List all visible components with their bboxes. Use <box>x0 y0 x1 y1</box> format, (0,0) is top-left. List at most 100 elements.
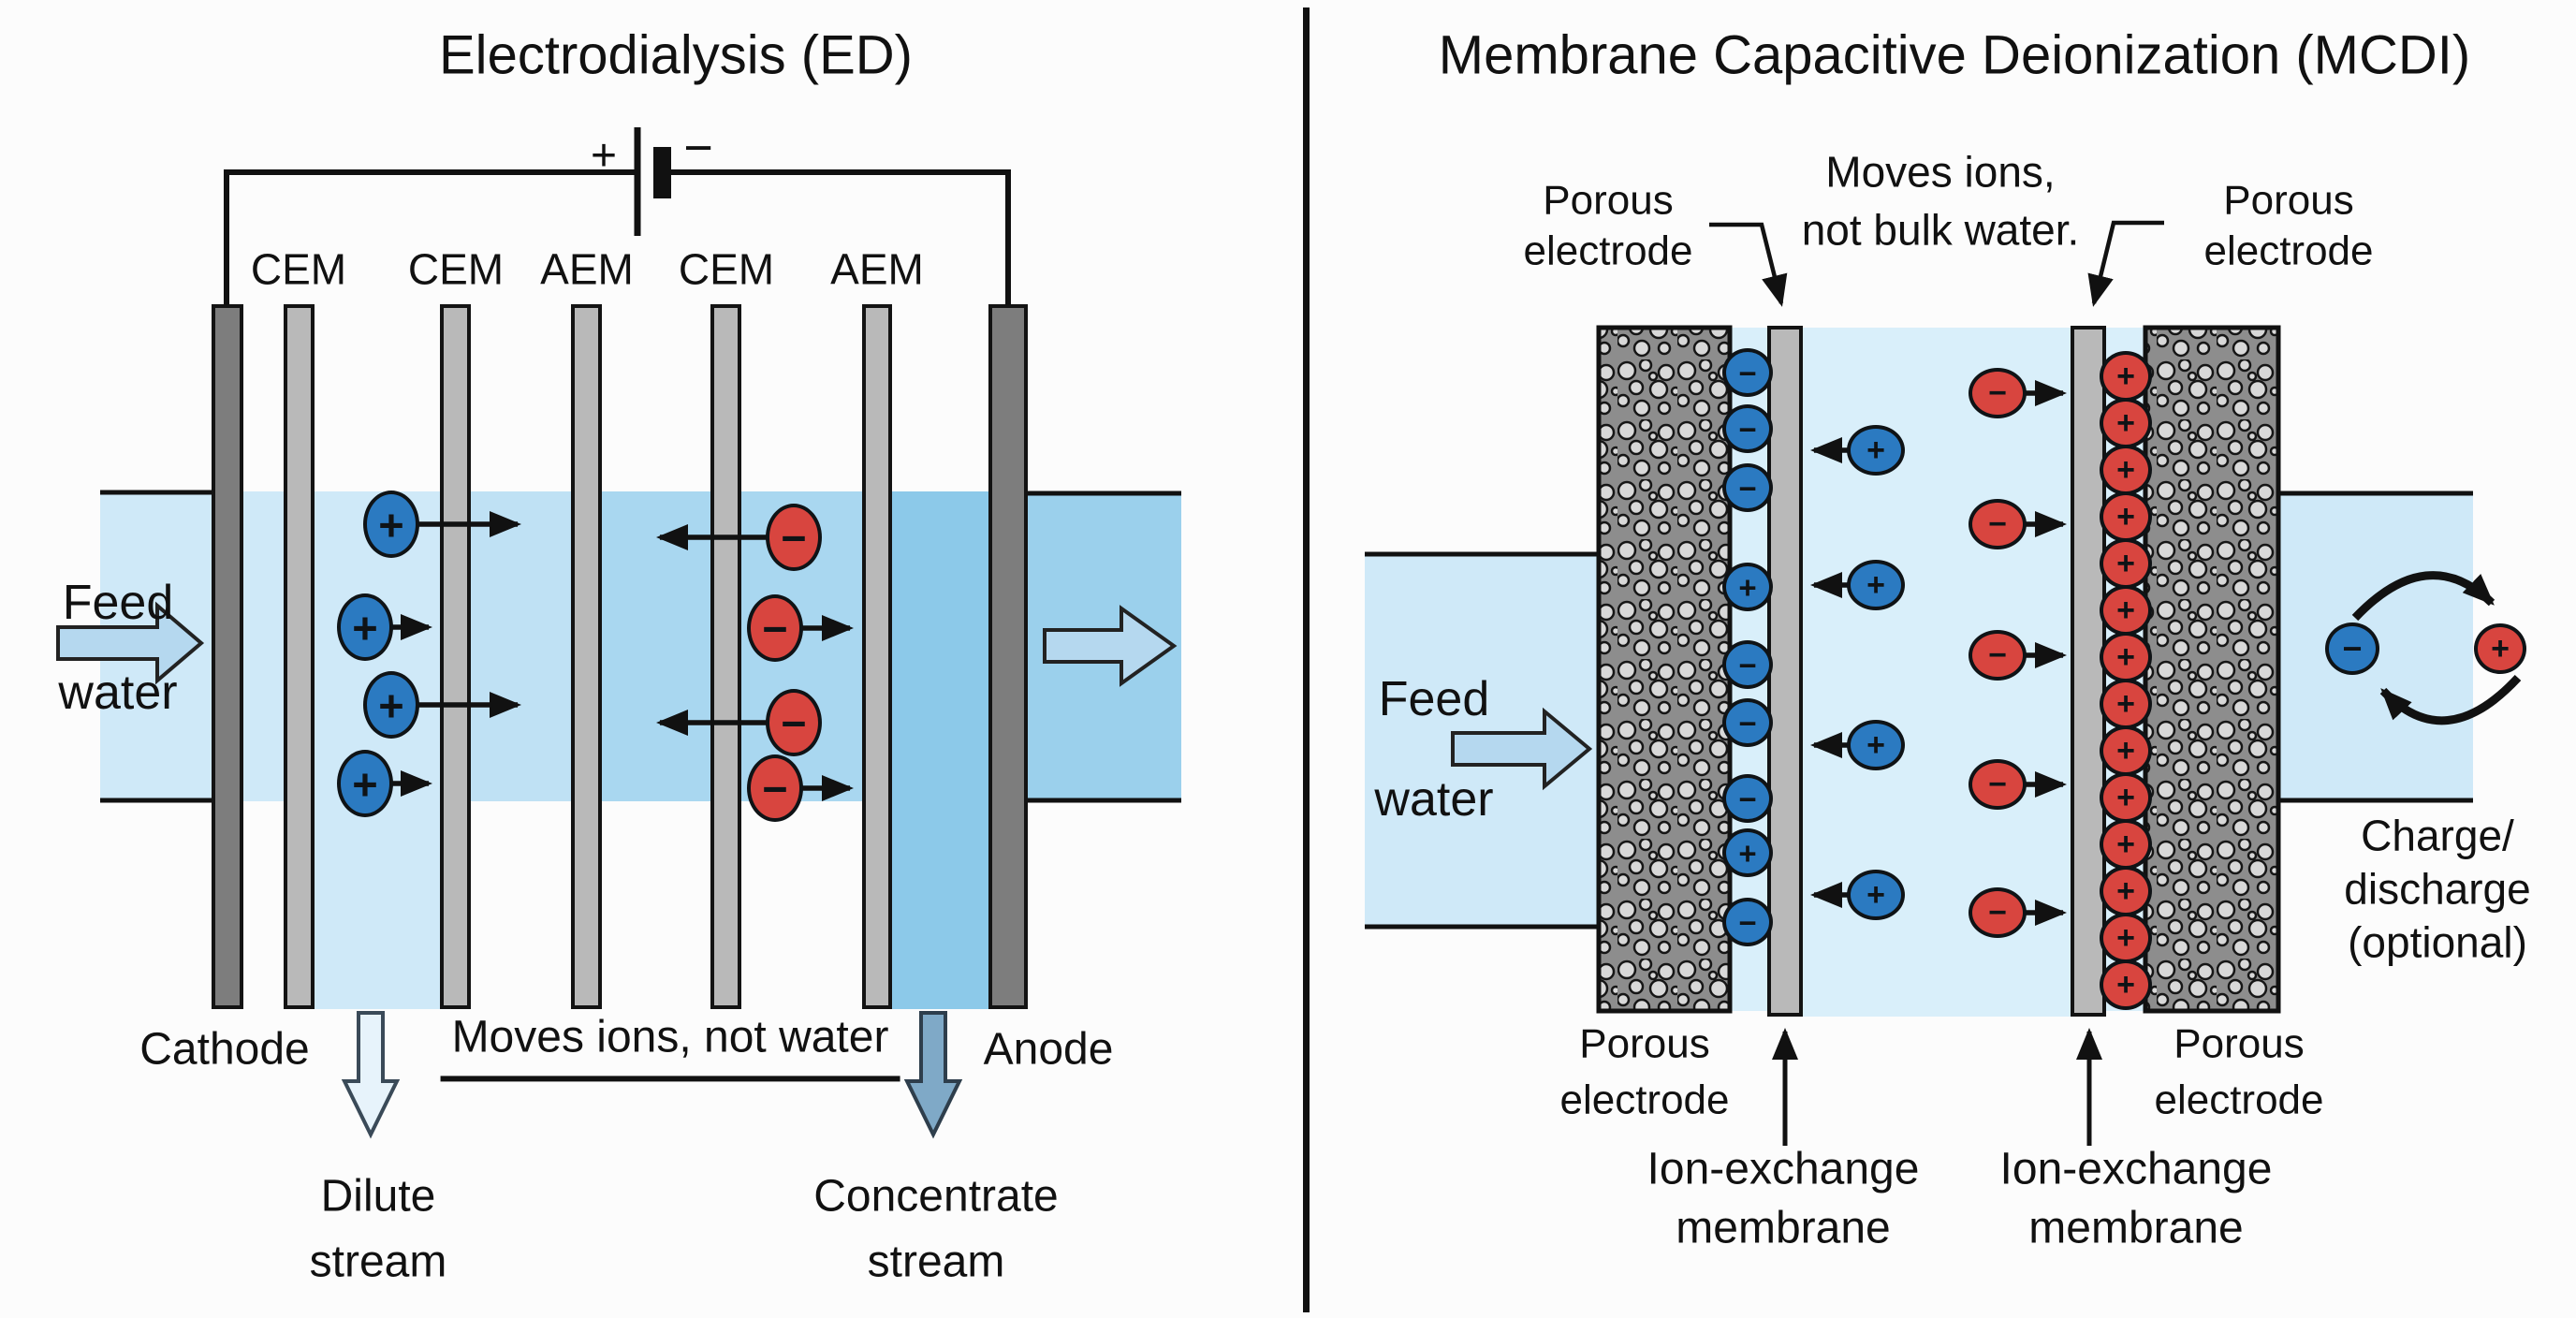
ed-cathode-label: Cathode <box>139 1024 310 1075</box>
ed-anion-icon: − <box>747 754 803 822</box>
battery-short-plate-icon <box>653 147 671 198</box>
ed-membrane-aem-3 <box>571 304 602 1009</box>
ed-title: Electrodialysis (ED) <box>439 24 913 86</box>
mcdi-porous-electrode-top-left-line2: electrode <box>1523 227 1693 274</box>
mcdi-adsorbed-ion-right-icon: + <box>2100 913 2152 963</box>
ed-membrane-cem-1 <box>284 304 315 1009</box>
mcdi-spacer-anion-icon: − <box>1969 630 2027 681</box>
ed-membrane-label-3: CEM <box>678 244 775 294</box>
ed-dilute-label-line1: Dilute <box>320 1171 436 1222</box>
ed-channel-rinse <box>243 491 284 801</box>
mcdi-porous-electrode-right-block <box>2143 325 2281 1014</box>
ed-channel-2 <box>471 491 571 801</box>
ed-cation-icon: + <box>363 491 419 558</box>
mcdi-spacer-cation-icon: + <box>1847 560 1905 610</box>
cycle-anion-icon: − <box>2325 622 2379 675</box>
ed-concentrate-label-line2: stream <box>867 1237 1005 1287</box>
mcdi-adsorbed-ion-left-icon: − <box>1722 698 1773 747</box>
mcdi-porous-electrode-top-right-line1: Porous <box>2223 177 2354 224</box>
mcdi-adsorbed-ion-left-icon: − <box>1722 463 1773 512</box>
mcdi-spacer-cation-icon: + <box>1847 425 1905 476</box>
mcdi-charge-label-line2: discharge <box>2344 864 2531 914</box>
mcdi-adsorbed-ion-right-icon: + <box>2100 725 2152 776</box>
ed-feed-water-band <box>100 492 212 800</box>
mcdi-adsorbed-ion-left-icon: − <box>1722 774 1773 823</box>
mcdi-adsorbed-ion-left-icon: + <box>1722 563 1773 611</box>
ed-anion-icon: − <box>766 689 822 756</box>
mcdi-adsorbed-ion-left-icon: − <box>1722 404 1773 453</box>
ed-channel-3 <box>602 491 710 801</box>
ed-membrane-cem-4 <box>710 304 741 1009</box>
mcdi-porous-electrode-top-right-line2: electrode <box>2203 227 2374 274</box>
mcdi-porous-electrode-bottom-left-line2: electrode <box>1559 1076 1730 1123</box>
mcdi-adsorbed-ion-right-icon: + <box>2100 491 2152 542</box>
mcdi-spacer-cation-icon: + <box>1847 720 1905 770</box>
mcdi-feed-water-band <box>1365 554 1599 927</box>
mcdi-iem-left-label-line2: membrane <box>1676 1203 1891 1253</box>
mcdi-adsorbed-ion-right-icon: + <box>2100 772 2152 823</box>
ed-cation-icon: + <box>337 593 393 661</box>
ed-membrane-aem-5 <box>862 304 892 1009</box>
ed-dilute-stream-arrow-icon <box>341 1011 401 1139</box>
mcdi-adsorbed-ion-right-icon: + <box>2100 959 2152 1010</box>
battery-minus-sign: − <box>683 120 713 176</box>
ed-membrane-label-0: CEM <box>250 244 347 294</box>
mcdi-porous-electrode-bottom-right-line1: Porous <box>2174 1020 2305 1067</box>
mcdi-adsorbed-ion-right-icon: + <box>2100 538 2152 589</box>
battery-plus-sign: + <box>591 131 617 181</box>
mcdi-spacer-channel <box>1803 328 2071 1017</box>
ed-cathode-bar <box>212 304 243 1009</box>
mcdi-charge-label-line1: Charge/ <box>2361 811 2514 860</box>
ed-anode-label: Anode <box>983 1024 1114 1075</box>
cycle-cation-icon: + <box>2474 623 2526 674</box>
mcdi-charge-label-line3: (optional) <box>2348 917 2527 967</box>
mcdi-porous-electrode-top-left-line1: Porous <box>1543 177 1674 224</box>
mcdi-adsorbed-ion-right-icon: + <box>2100 398 2152 448</box>
ed-anion-icon: − <box>766 504 822 571</box>
ed-channel-concentrate <box>892 491 988 1009</box>
ed-cation-icon: + <box>363 671 419 739</box>
mcdi-adsorbed-ion-right-icon: + <box>2100 351 2152 402</box>
mcdi-iem-left-label-line1: Ion-exchange <box>1647 1144 1920 1194</box>
mcdi-adsorbed-ion-left-icon: − <box>1722 640 1773 689</box>
mcdi-spacer-anion-icon: − <box>1969 368 2027 418</box>
ed-outflow-band <box>1028 493 1181 800</box>
mcdi-spacer-anion-icon: − <box>1969 887 2027 938</box>
mcdi-spacer-cation-icon: + <box>1847 870 1905 920</box>
ed-membrane-label-1: CEM <box>407 244 505 294</box>
mcdi-feed-label-line1: Feed <box>1378 672 1490 727</box>
ed-feed-label-line2: water <box>58 666 178 721</box>
ed-anode-bar <box>988 304 1028 1009</box>
ed-membrane-label-2: AEM <box>540 244 634 294</box>
mcdi-spacer-anion-icon: − <box>1969 759 2027 810</box>
mcdi-adsorbed-ion-left-icon: + <box>1722 828 1773 877</box>
mcdi-adsorbed-ion-left-icon: − <box>1722 898 1773 946</box>
mcdi-porous-electrode-bottom-left-line1: Porous <box>1579 1020 1710 1067</box>
mcdi-spacer-anion-icon: − <box>1969 499 2027 549</box>
mcdi-adsorbed-ion-right-icon: + <box>2100 632 2152 682</box>
mcdi-porous-electrode-left-block <box>1596 325 1733 1014</box>
leader-porous-electrode-top-left <box>1709 222 1788 307</box>
panel-divider <box>1303 7 1310 1312</box>
ed-channel-dilute <box>315 491 440 1009</box>
mcdi-iem-right-label-line2: membrane <box>2028 1203 2244 1253</box>
leader-porous-electrode-top-right <box>2087 220 2164 307</box>
mcdi-porous-electrode-bottom-right-line2: electrode <box>2154 1076 2324 1123</box>
mcdi-title: Membrane Capacitive Deionization (MCDI) <box>1438 24 2471 86</box>
mcdi-iem-right-label-line1: Ion-exchange <box>1999 1144 2273 1194</box>
mcdi-caption-line2: not bulk water. <box>1801 205 2080 255</box>
mcdi-adsorbed-ion-right-icon: + <box>2100 819 2152 870</box>
mcdi-feed-label-line2: water <box>1374 772 1494 827</box>
mcdi-adsorbed-ion-right-icon: + <box>2100 679 2152 729</box>
ed-feed-label-line1: Feed <box>62 576 174 631</box>
ed-dilute-label-line2: stream <box>309 1237 447 1287</box>
ed-cation-icon: + <box>337 750 393 817</box>
mcdi-adsorbed-ion-left-icon: − <box>1722 348 1773 397</box>
ed-membrane-label-4: AEM <box>830 244 924 294</box>
mcdi-adsorbed-ion-right-icon: + <box>2100 445 2152 495</box>
ed-anion-icon: − <box>747 594 803 662</box>
ed-concentrate-stream-arrow-icon <box>903 1011 963 1139</box>
mcdi-adsorbed-ion-right-icon: + <box>2100 585 2152 636</box>
ed-concentrate-label-line1: Concentrate <box>813 1171 1059 1222</box>
